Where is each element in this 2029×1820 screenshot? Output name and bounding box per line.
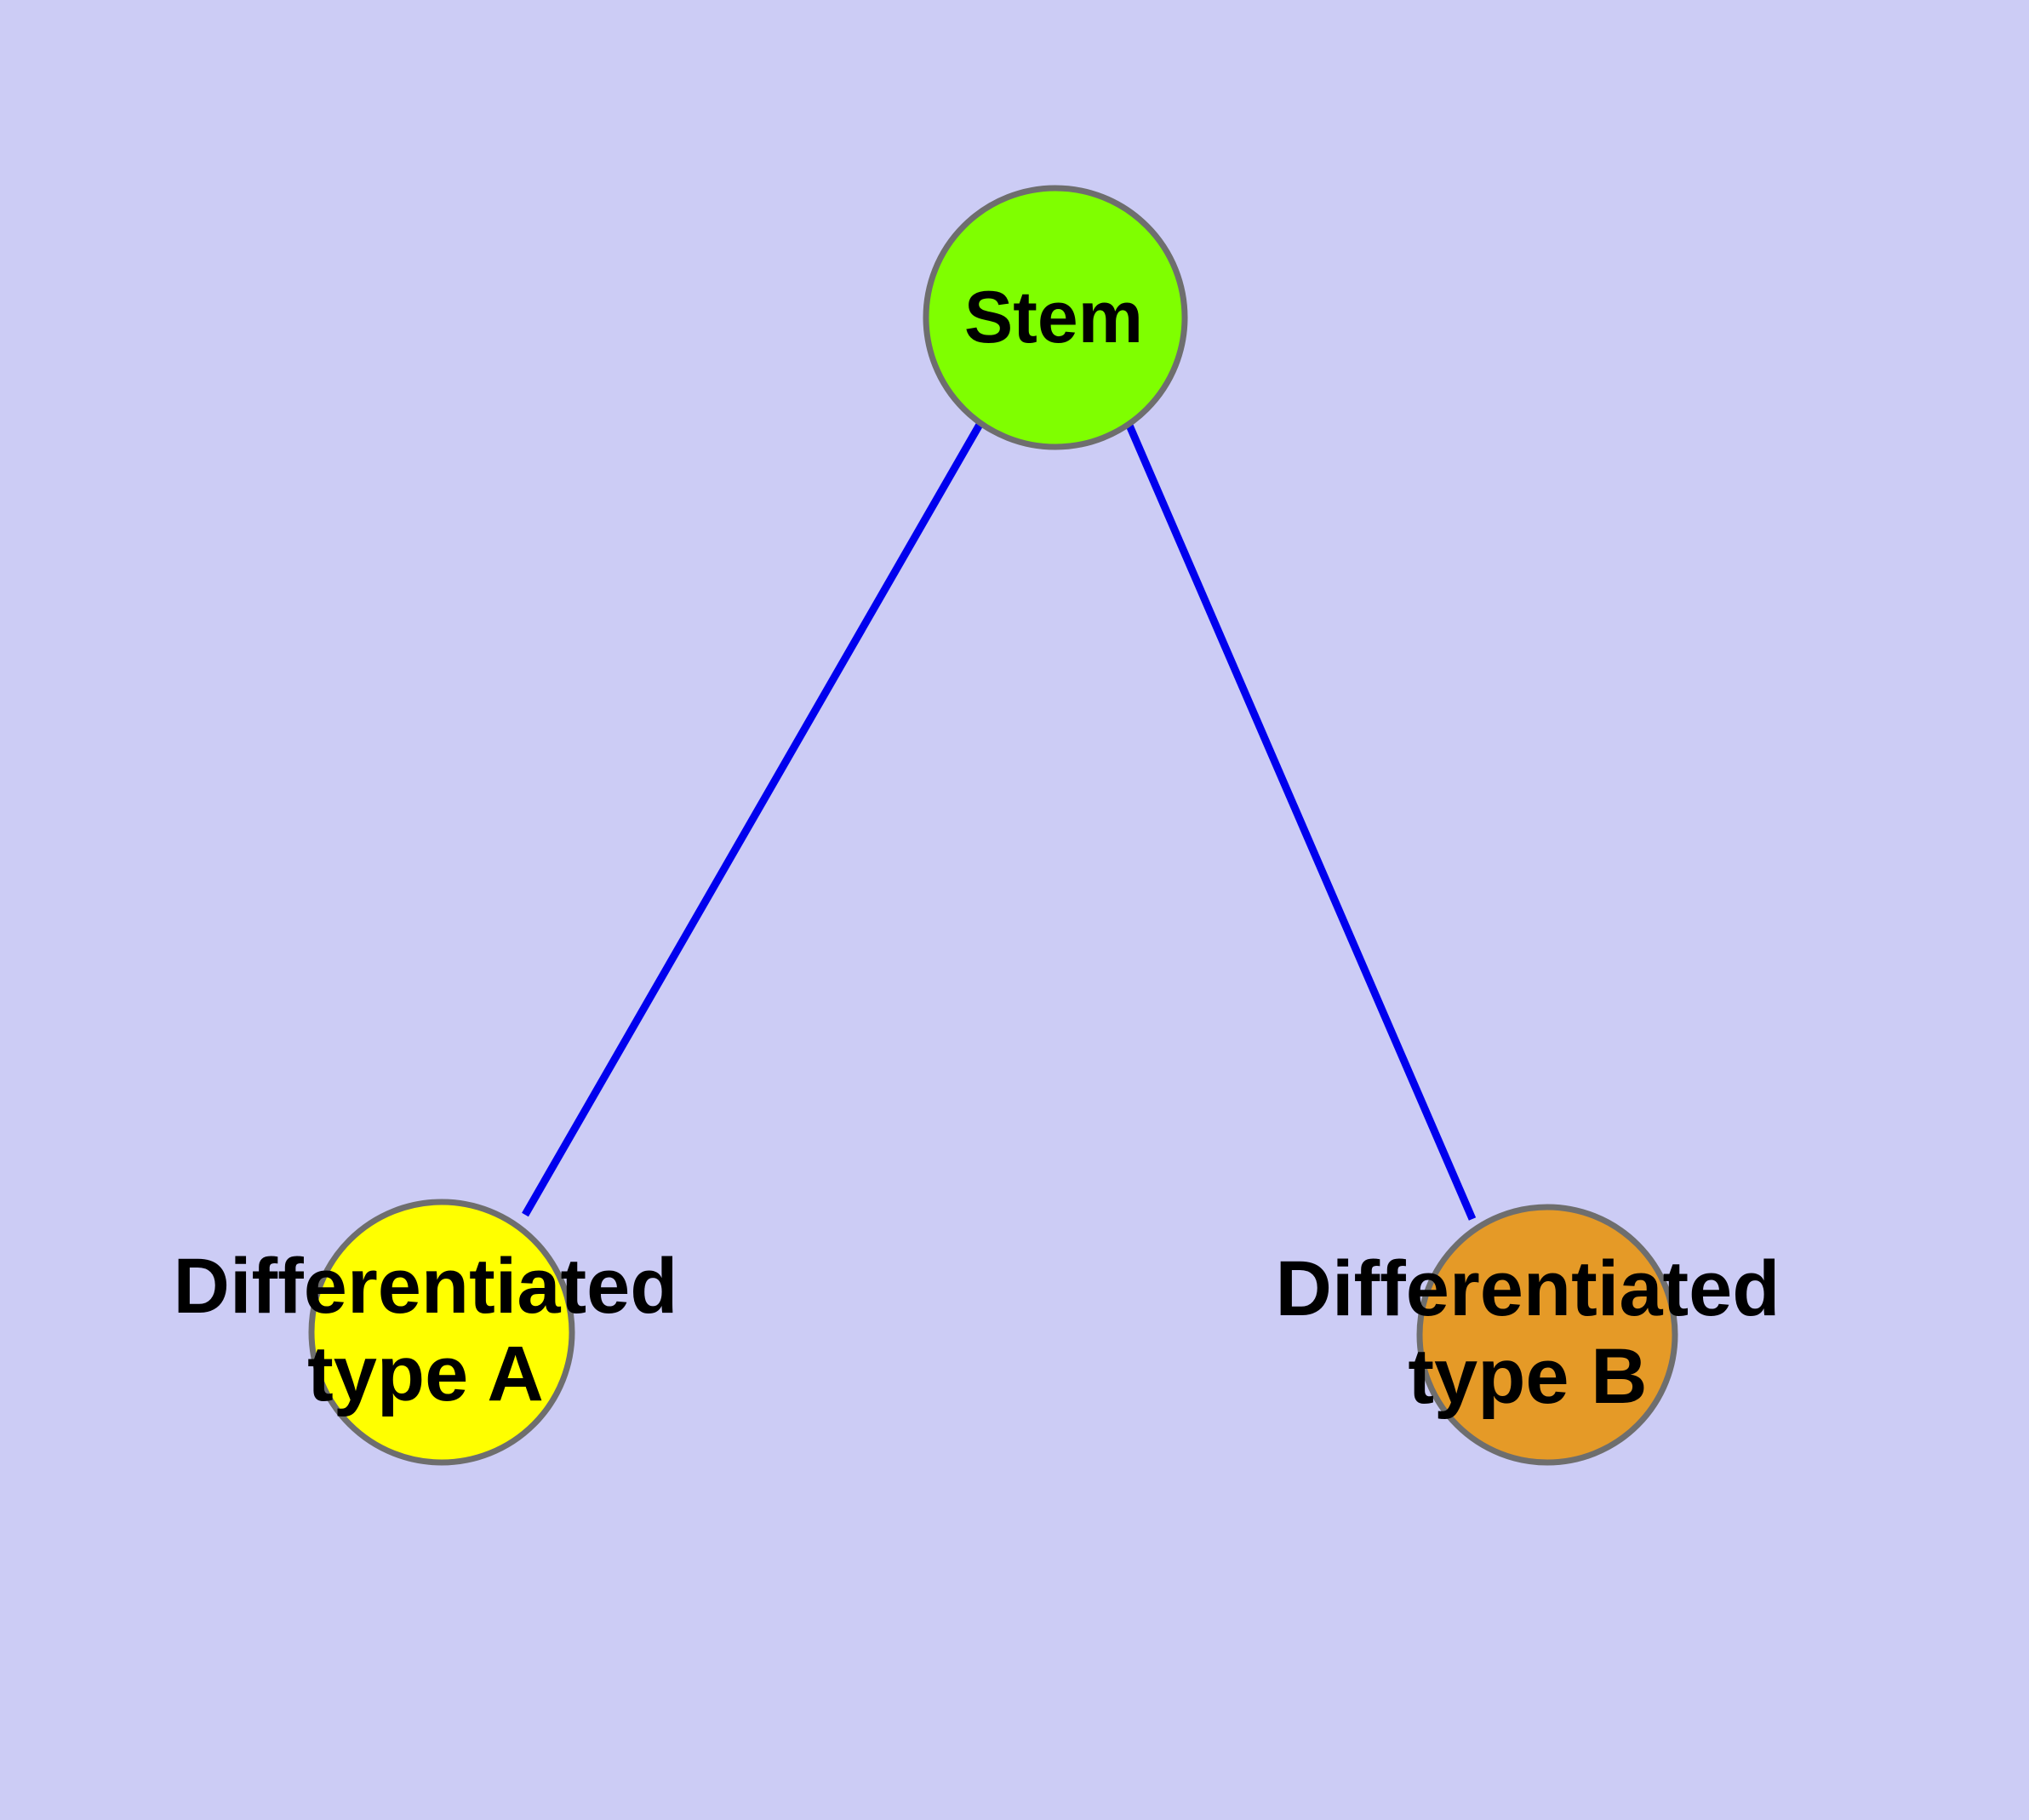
edge-stem-to-diff-b <box>1123 420 1477 1221</box>
edge-stem-to-diff-a <box>522 421 984 1217</box>
node-circle-stem[interactable] <box>923 185 1188 450</box>
node-circle-diff-a[interactable] <box>308 1199 575 1466</box>
node-circle-diff-b[interactable] <box>1416 1204 1678 1466</box>
nodes-group <box>308 185 1678 1466</box>
edges-group <box>522 420 1477 1221</box>
